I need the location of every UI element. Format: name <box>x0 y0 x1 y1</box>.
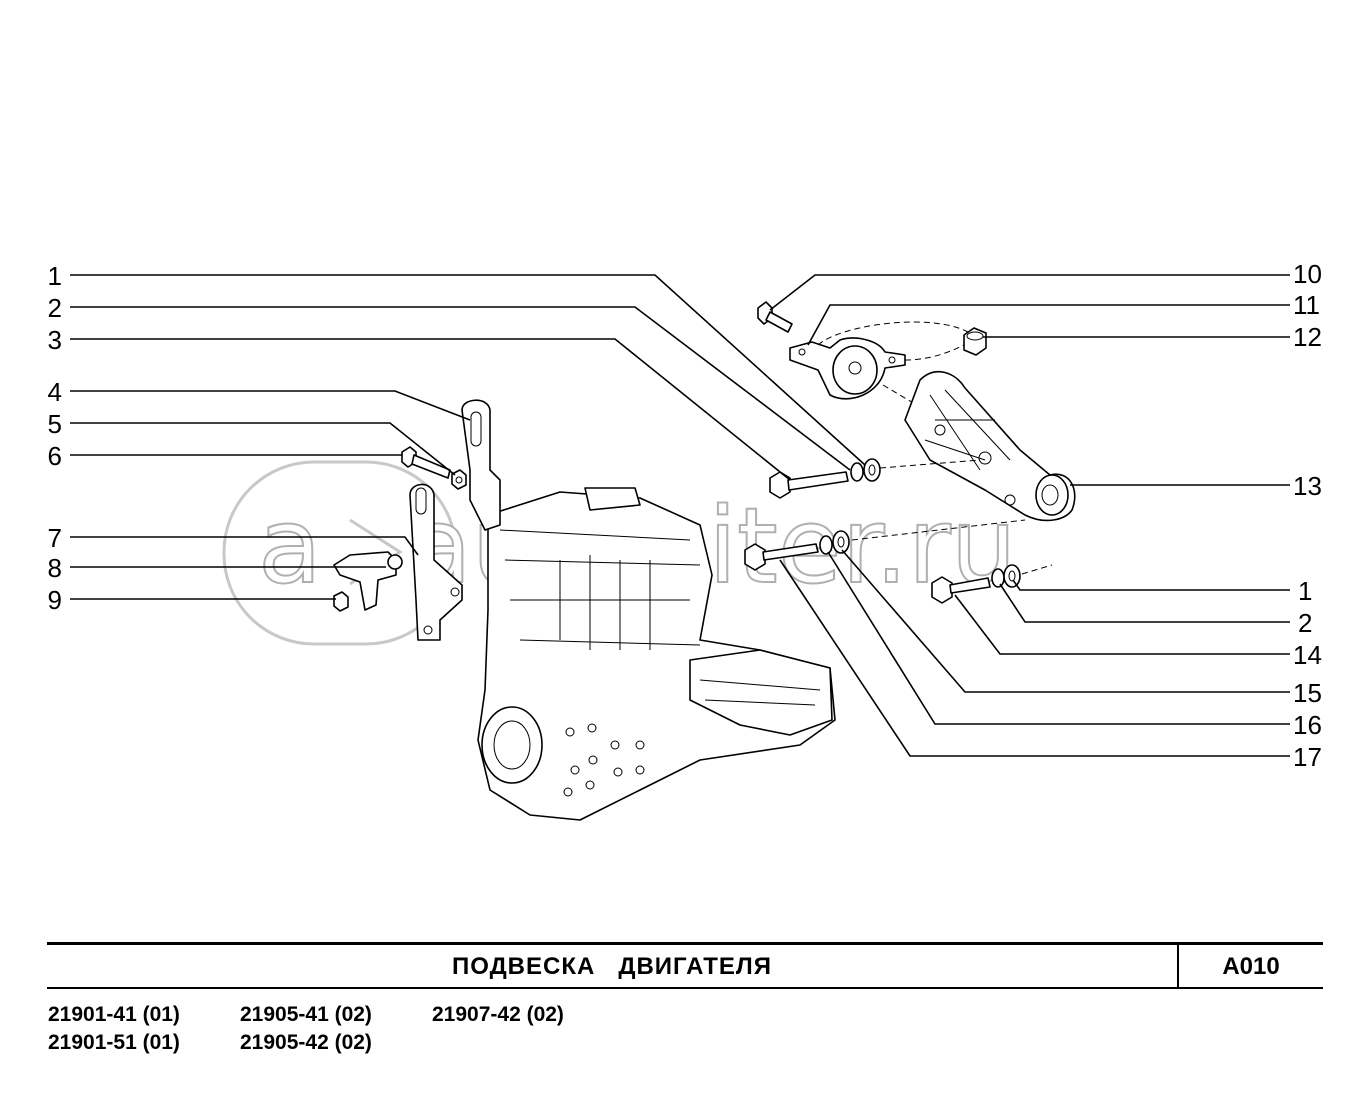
watermark-text: autopiter.ru <box>408 485 1017 607</box>
model-code: 21901-41 (01) <box>48 1003 180 1026</box>
callout-13: 13 <box>1293 471 1322 501</box>
assembly-arrow-stud <box>904 344 965 361</box>
sheet-code: A010 <box>1222 953 1280 980</box>
title-block: ПОДВЕСКА ДВИГАТЕЛЯ A010 <box>47 942 1323 989</box>
assembly-arrow-nut-12 <box>817 321 969 346</box>
assembly-line-bolt-3 <box>879 459 981 469</box>
title-divider <box>1177 945 1179 987</box>
callout-11: 11 <box>1293 290 1320 320</box>
bracket-13 <box>904 370 1076 522</box>
callout-1: 1 <box>48 261 62 291</box>
callout-14: 14 <box>1293 640 1322 670</box>
callout-9: 9 <box>48 585 62 615</box>
model-code: 21905-41 (02) <box>240 1003 372 1026</box>
washers-lower-1-2 <box>991 564 1021 588</box>
callout-16: 16 <box>1293 710 1322 740</box>
page-title: ПОДВЕСКА ДВИГАТЕЛЯ <box>451 953 773 980</box>
callout-1-right: 1 <box>1298 576 1312 606</box>
callout-5: 5 <box>48 409 62 439</box>
model-code: 21907-42 (02) <box>432 1003 564 1026</box>
watermark: a autopiter.ru <box>222 460 1018 646</box>
watermark-logo-letter: a <box>258 485 322 607</box>
callout-17: 17 <box>1293 742 1322 772</box>
nut-9 <box>333 591 349 612</box>
nut-12 <box>963 327 987 356</box>
model-code: 21901-51 (01) <box>48 1031 180 1054</box>
assembly-line-bolt-14 <box>1021 564 1053 575</box>
callout-2-right: 2 <box>1298 608 1312 638</box>
cushion-mount-11 <box>789 337 906 400</box>
callout-6: 6 <box>48 441 62 471</box>
callout-10: 10 <box>1293 259 1322 289</box>
left-bracket-upper <box>461 399 501 531</box>
callout-7: 7 <box>48 523 62 553</box>
callouts-left: 1 2 3 4 5 6 7 8 9 <box>48 261 62 615</box>
nut-5 <box>451 469 467 490</box>
bolt-6 <box>401 446 451 479</box>
washers-15-16 <box>819 530 850 555</box>
leader-lines <box>70 274 1290 757</box>
assembly-line-bolt-17 <box>851 519 1026 541</box>
callouts-right: 10 11 12 13 1 2 14 15 16 17 <box>1293 259 1322 772</box>
callout-8: 8 <box>48 553 62 583</box>
bolt-17 <box>744 543 819 571</box>
callout-12: 12 <box>1293 322 1322 352</box>
callout-3: 3 <box>48 325 62 355</box>
callout-15: 15 <box>1293 678 1322 708</box>
engine-assembly <box>477 487 836 821</box>
left-bracket-lower <box>409 483 463 641</box>
washer-upper-2 <box>850 458 881 482</box>
callout-2: 2 <box>48 293 62 323</box>
bolt-10 <box>757 301 793 333</box>
model-code: 21905-42 (02) <box>240 1031 372 1054</box>
callout-4: 4 <box>48 377 62 407</box>
bolt-3 <box>769 471 849 499</box>
bolt-14 <box>931 576 991 604</box>
